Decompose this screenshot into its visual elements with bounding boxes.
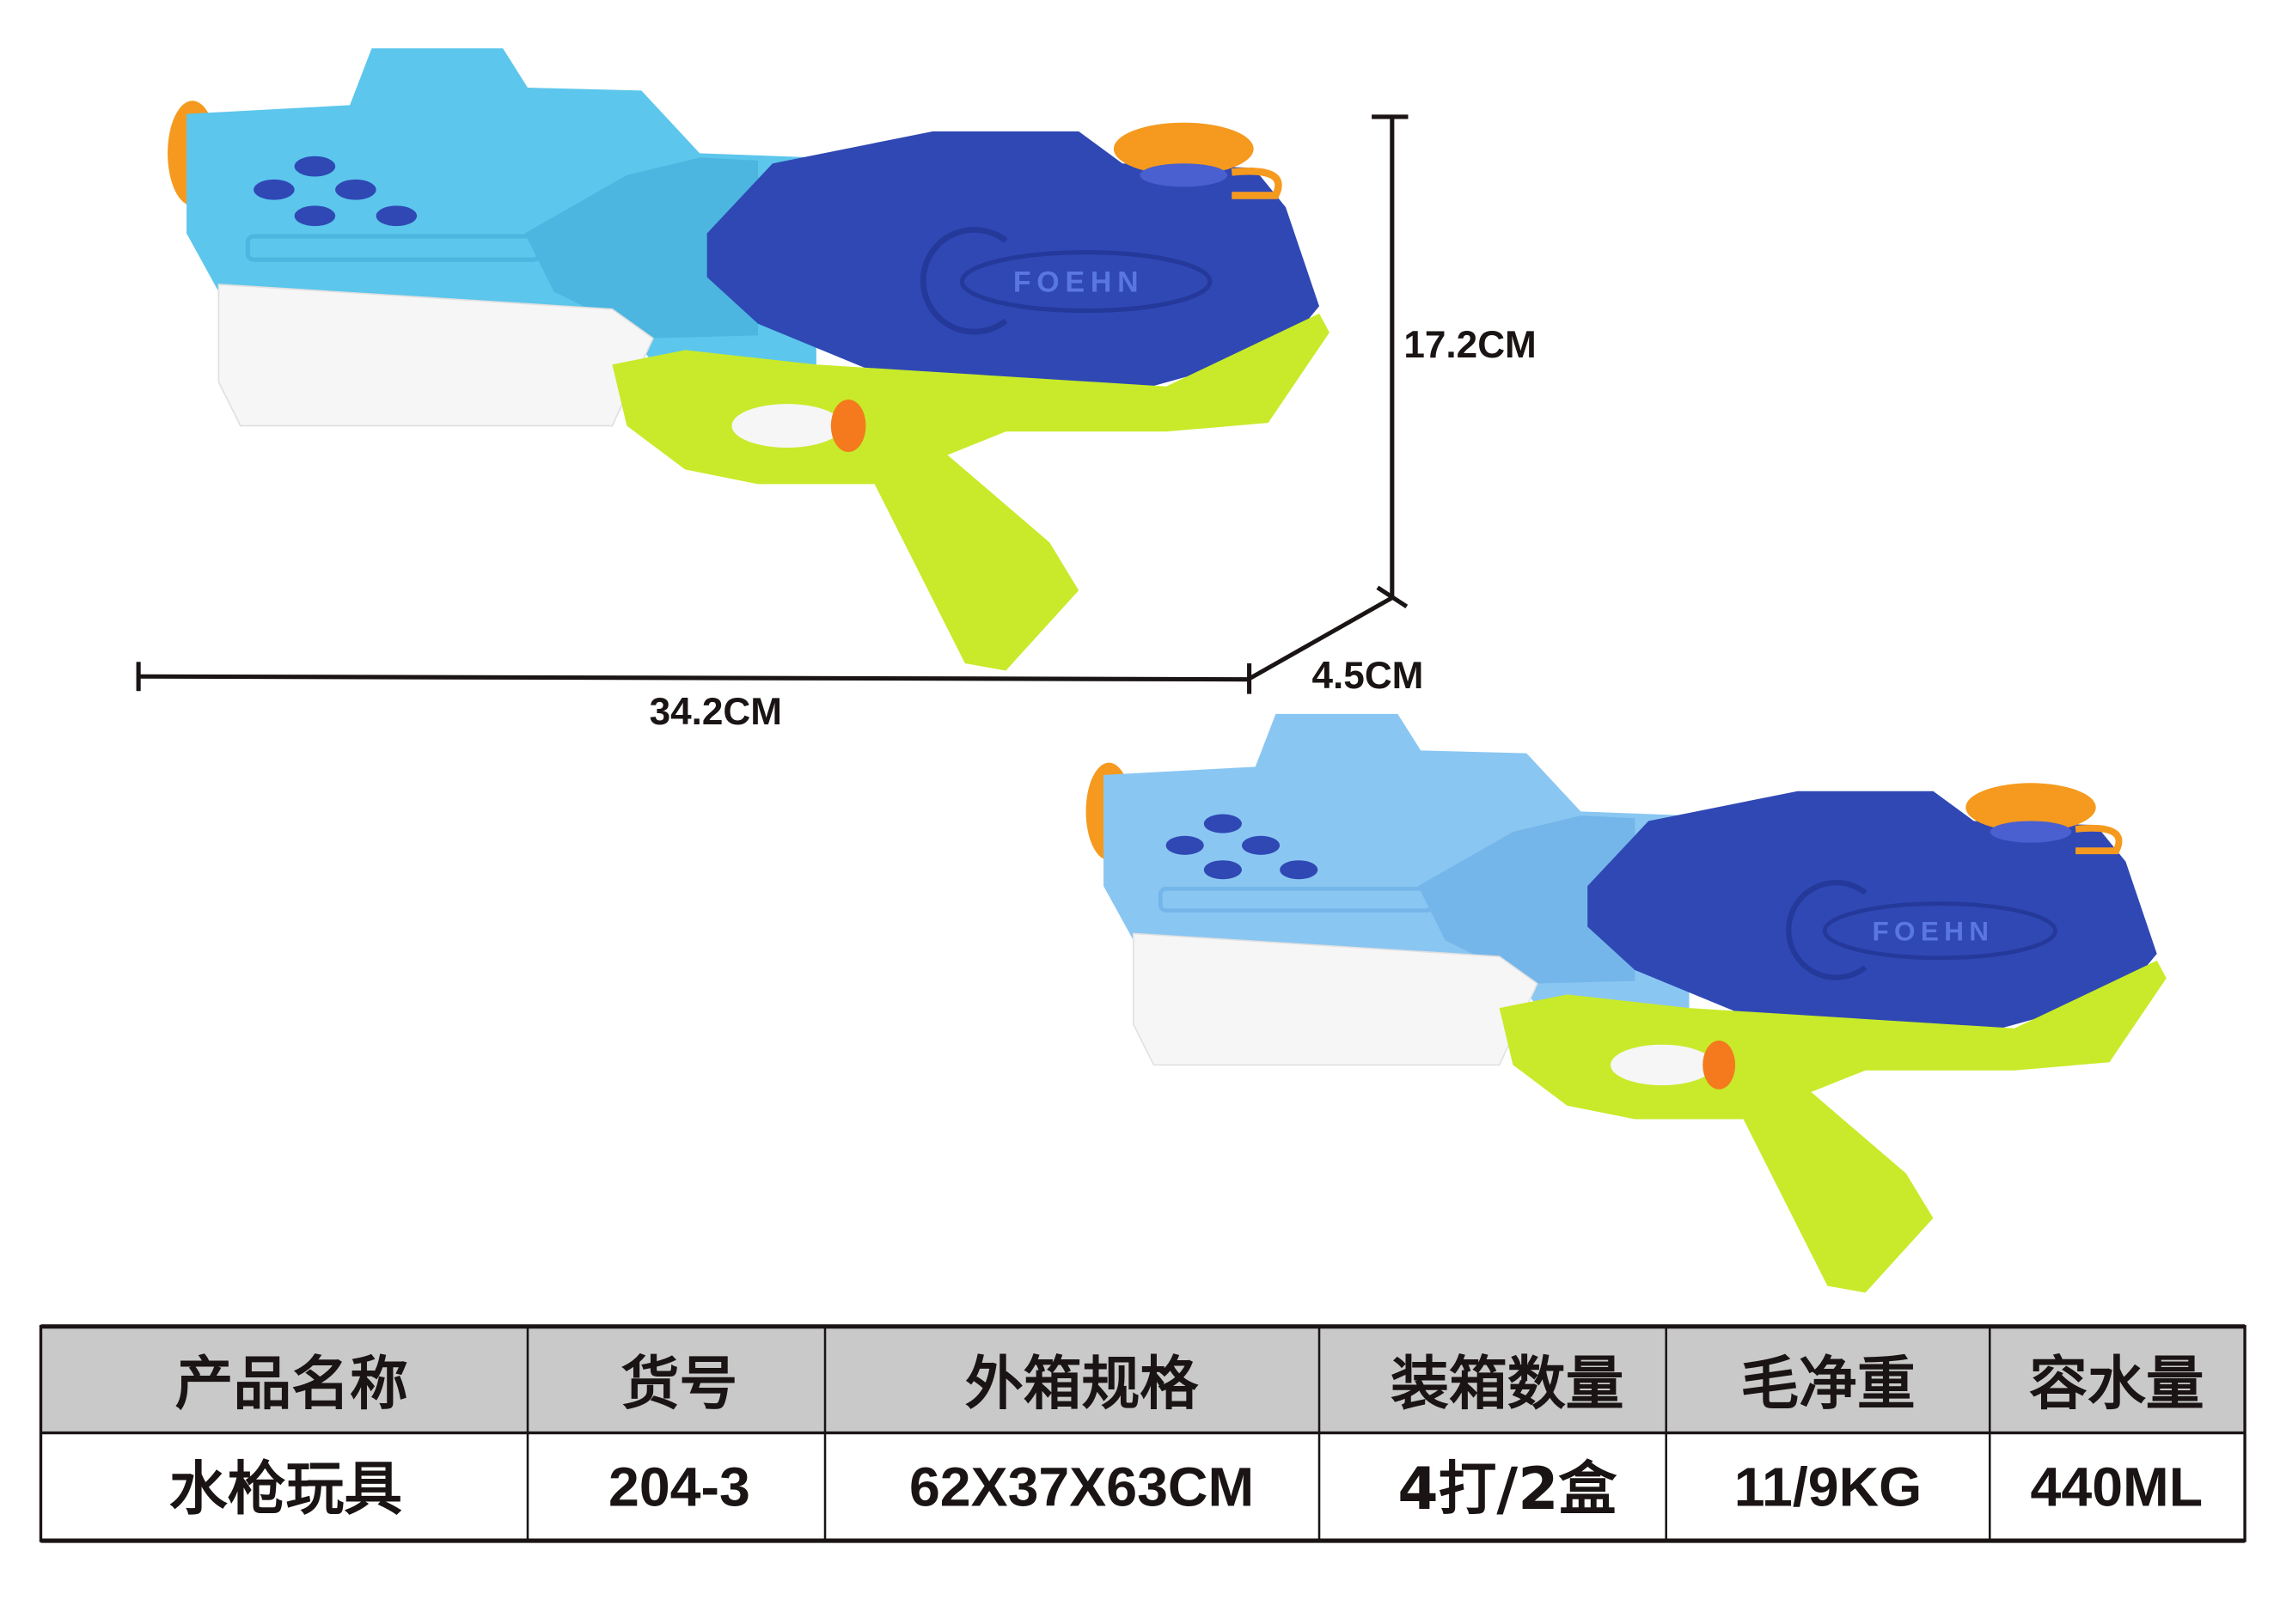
header-capacity: 容水量 [2029, 1350, 2204, 1418]
dimension-lines [136, 114, 1409, 694]
header-weight: 毛净重 [1740, 1350, 1915, 1418]
value-packing-qty: 4打/2盒 [1397, 1455, 1617, 1523]
header-carton-size: 外箱规格 [965, 1350, 1199, 1418]
water-gun-angle-view: FOEHN [1086, 714, 2167, 1293]
depth-label: 4.5CM [1312, 655, 1424, 697]
length-label: 34.2CM [650, 691, 782, 733]
spec-table: 产品名称 货号 外箱规格 装箱数量 毛净重 容水量 水枪玩具 204-3 62X… [39, 1324, 2246, 1543]
header-product-name: 产品名称 [175, 1350, 408, 1418]
value-item-number: 204-3 [608, 1456, 750, 1517]
water-gun-side-view: FOEHN [168, 48, 1330, 670]
height-label: 17.2CM [1403, 324, 1536, 366]
value-capacity: 440ML [2031, 1456, 2204, 1517]
value-carton-size: 62X37X63CM [909, 1456, 1254, 1517]
value-weight: 11/9KG [1734, 1456, 1923, 1517]
header-item-number: 货号 [621, 1350, 738, 1418]
header-packing-qty: 装箱数量 [1391, 1350, 1623, 1418]
logo-text: FOEHN [1013, 266, 1145, 298]
logo-text-2: FOEHN [1872, 915, 1994, 946]
value-product-name: 水枪玩具 [169, 1455, 402, 1523]
